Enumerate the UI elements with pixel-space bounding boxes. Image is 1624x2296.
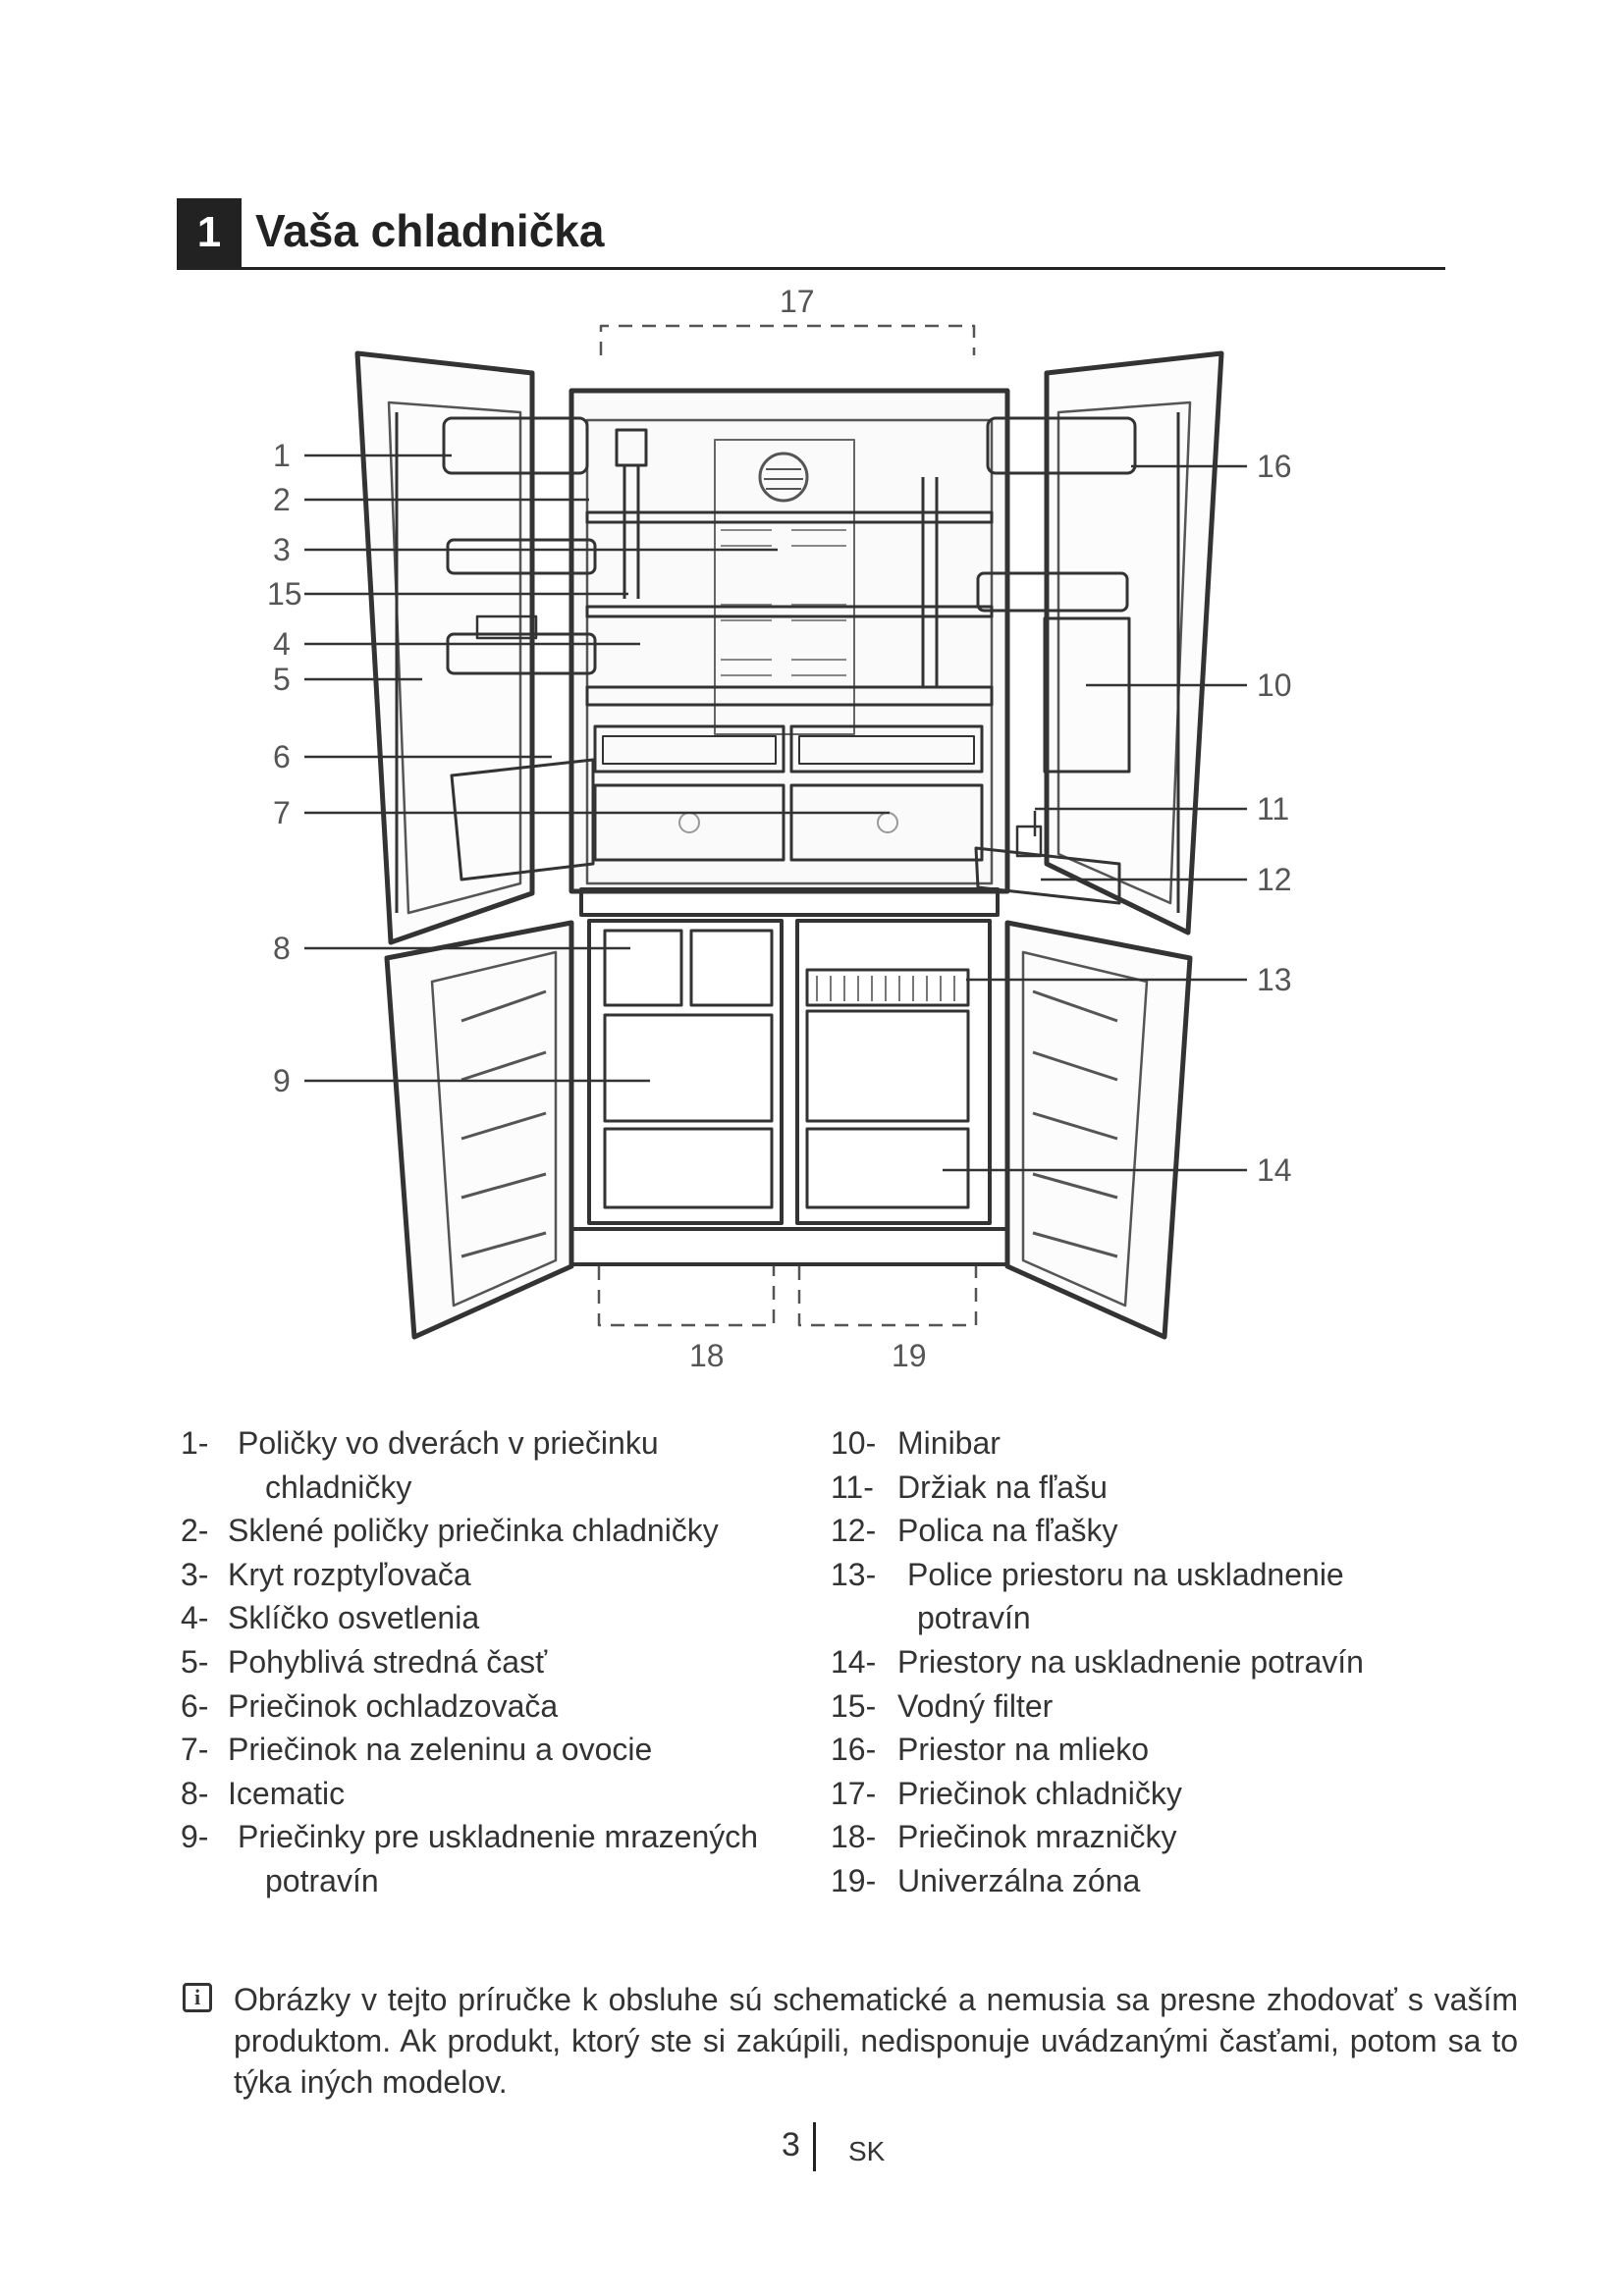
callout-2: 2 — [273, 482, 291, 517]
callout-5: 5 — [273, 662, 291, 697]
legend-text: Poličky vo dverách v priečinku — [238, 1425, 659, 1461]
callout-9: 9 — [273, 1063, 291, 1098]
callout-14: 14 — [1257, 1152, 1292, 1188]
callout-12: 12 — [1257, 862, 1292, 897]
legend-number: 19- — [831, 1862, 877, 1898]
legend-text: Sklíčko osvetlenia — [228, 1600, 480, 1636]
legend-item: 3- Kryt rozptyľovača — [181, 1553, 809, 1597]
legend-item: 19- Univerzálna zóna — [831, 1859, 1459, 1903]
callout-15: 15 — [267, 576, 302, 612]
legend-number: 11- — [831, 1468, 874, 1505]
legend-text: Vodný filter — [897, 1687, 1054, 1724]
legend-number: 1- — [181, 1425, 209, 1461]
legend-text: Priestory na uskladnenie potravín — [897, 1643, 1364, 1680]
legend-number: 13- — [831, 1556, 877, 1592]
legend-number: 3- — [181, 1556, 209, 1592]
legend-item: 7- Priečinok na zeleninu a ovocie — [181, 1728, 809, 1772]
callout-11: 11 — [1257, 791, 1289, 827]
legend-item: 17- Priečinok chladničky — [831, 1772, 1459, 1816]
legend-item: 6- Priečinok ochladzovača — [181, 1684, 809, 1729]
callout-8: 8 — [273, 931, 291, 966]
legend-item: 11- Držiak na fľašu — [831, 1466, 1459, 1510]
legend-number: 8- — [181, 1775, 209, 1811]
callout-4: 4 — [273, 626, 291, 662]
legend-text: Univerzálna zóna — [897, 1862, 1141, 1898]
legend-item: 9- Priečinky pre uskladnenie mrazených — [181, 1815, 809, 1859]
note-text: Obrázky v tejto príručke k obsluhe sú sc… — [234, 1982, 1518, 2100]
callout-18: 18 — [689, 1338, 725, 1373]
callout-19: 19 — [892, 1338, 927, 1373]
legend-text: Držiak na fľašu — [897, 1468, 1108, 1505]
page-footer: 3 SK — [0, 2122, 1624, 2181]
legend-item: 16- Priestor na mlieko — [831, 1728, 1459, 1772]
legend-text: Icematic — [228, 1775, 346, 1811]
legend-text: Pohyblivá stredná časť — [228, 1643, 548, 1680]
legend-number: 6- — [181, 1687, 209, 1724]
chapter-number: 1 — [177, 198, 242, 267]
legend-item: 15- Vodný filter — [831, 1684, 1459, 1729]
legend-text: Priečinok na zeleninu a ovocie — [228, 1732, 653, 1768]
legend-number: 18- — [831, 1819, 877, 1855]
leader-lines — [304, 454, 1247, 1172]
parts-legend-right: 10- Minibar 11- Držiak na fľašu 12- Poli… — [831, 1421, 1459, 1903]
legend-number: 14- — [831, 1643, 877, 1680]
parts-legend-left: 1- Poličky vo dverách v priečinku chladn… — [181, 1421, 809, 1903]
footer-divider — [813, 2122, 816, 2171]
legend-text: Priečinky pre uskladnenie mrazených — [238, 1819, 759, 1855]
callout-1: 1 — [273, 438, 291, 473]
legend-number: 10- — [831, 1425, 877, 1461]
legend-item: 8- Icematic — [181, 1772, 809, 1816]
callout-13: 13 — [1257, 962, 1292, 997]
legend-text-continued: chladničky — [265, 1468, 412, 1505]
legend-number: 12- — [831, 1513, 877, 1549]
legend-number: 16- — [831, 1732, 877, 1768]
legend-text: Polica na fľašky — [897, 1513, 1118, 1549]
legend-number: 15- — [831, 1687, 877, 1724]
legend-number: 2- — [181, 1513, 209, 1549]
legend-text: Sklené poličky priečinka chladničky — [228, 1513, 719, 1549]
callout-17: 17 — [780, 284, 815, 319]
language-code: SK — [848, 2136, 886, 2166]
fridge-drawing — [354, 324, 1224, 1340]
legend-text-continued: potravín — [265, 1862, 379, 1898]
legend-item: 10- Minibar — [831, 1421, 1459, 1466]
callout-7: 7 — [273, 795, 291, 830]
page-title: Vaša chladnička — [255, 205, 605, 256]
callout-16: 16 — [1257, 449, 1292, 484]
legend-text: Priečinok chladničky — [897, 1775, 1182, 1811]
legend-item: 2- Sklené poličky priečinka chladničky — [181, 1509, 809, 1553]
callout-10: 10 — [1257, 667, 1292, 703]
legend-item: 1- Poličky vo dverách v priečinku — [181, 1421, 809, 1466]
callout-labels: 1 2 3 15 4 5 6 7 8 9 16 10 11 12 13 14 1… — [267, 284, 1292, 1373]
legend-number: 5- — [181, 1643, 209, 1680]
legend-item: 5- Pohyblivá stredná časť — [181, 1640, 809, 1684]
page-number: 3 — [782, 2126, 800, 2163]
legend-text: Minibar — [897, 1425, 1001, 1461]
legend-item: 12- Polica na fľašky — [831, 1509, 1459, 1553]
info-note: i Obrázky v tejto príručke k obsluhe sú … — [183, 1979, 1518, 2103]
info-icon: i — [183, 1983, 212, 2012]
legend-text-continued: potravín — [917, 1600, 1031, 1636]
legend-item: 13- Police priestoru na uskladnenie — [831, 1553, 1459, 1597]
legend-item: 14- Priestory na uskladnenie potravín — [831, 1640, 1459, 1684]
legend-text: Kryt rozptyľovača — [228, 1556, 471, 1592]
legend-text: Priečinok ochladzovača — [228, 1687, 559, 1724]
callout-6: 6 — [273, 739, 291, 774]
legend-text: Priestor na mlieko — [897, 1732, 1150, 1768]
legend-item: 4- Sklíčko osvetlenia — [181, 1596, 809, 1640]
fridge-diagram: 1 2 3 15 4 5 6 7 8 9 16 10 11 12 13 14 1… — [267, 284, 1292, 1373]
legend-text: Priečinok mrazničky — [897, 1819, 1177, 1855]
legend-number: 7- — [181, 1732, 209, 1768]
section-header: 1 Vaša chladnička — [177, 198, 1445, 270]
legend-number: 9- — [181, 1819, 209, 1855]
legend-number: 4- — [181, 1600, 209, 1636]
callout-3: 3 — [273, 532, 291, 567]
legend-text: Police priestoru na uskladnenie — [907, 1556, 1344, 1592]
legend-number: 17- — [831, 1775, 877, 1811]
legend-item: 18- Priečinok mrazničky — [831, 1815, 1459, 1859]
